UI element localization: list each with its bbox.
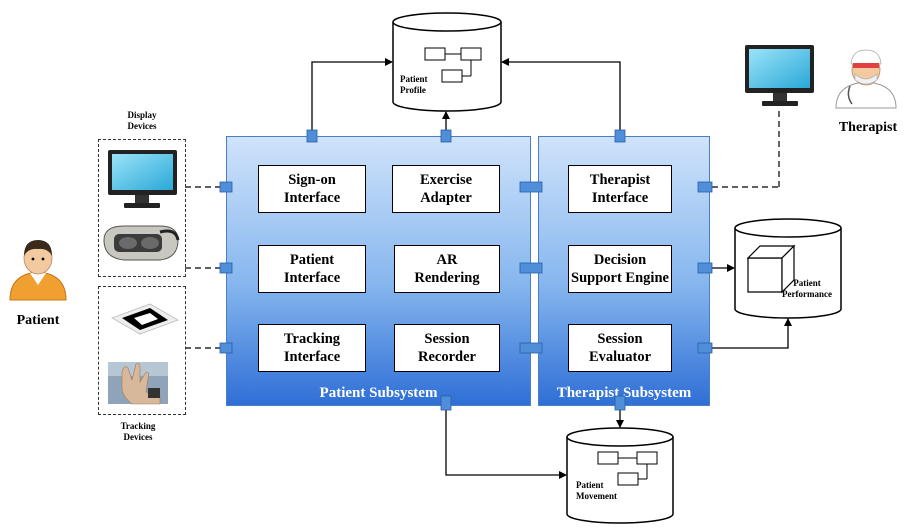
therapist-subsystem-label: Therapist Subsystem bbox=[556, 385, 692, 401]
patient-label: Patient bbox=[16, 313, 60, 328]
patient-performance-label: Patient Performance bbox=[782, 278, 832, 299]
ar-headset-icon bbox=[103, 225, 180, 261]
patient-profile-database bbox=[392, 12, 502, 112]
patient-interface-box[interactable]: Patient Interface bbox=[258, 245, 366, 293]
display-monitor-icon bbox=[108, 150, 177, 208]
tracking-interface-label: Tracking Interface bbox=[283, 331, 341, 365]
tracking-devices-group bbox=[98, 286, 186, 415]
exercise-adapter-box[interactable]: Exercise Adapter bbox=[392, 165, 500, 213]
exercise-adapter-label: Exercise Adapter bbox=[419, 172, 473, 206]
ar-rendering-box[interactable]: AR Rendering bbox=[394, 245, 500, 293]
decision-support-engine-box[interactable]: Decision Support Engine bbox=[568, 245, 672, 293]
sign-on-interface-box[interactable]: Sign-on Interface bbox=[258, 165, 366, 213]
therapist-avatar-icon bbox=[835, 49, 897, 109]
ar-rendering-label: AR Rendering bbox=[414, 252, 480, 286]
therapist-interface-label: Therapist Interface bbox=[589, 172, 651, 206]
schema-icon bbox=[597, 451, 658, 486]
patient-movement-label: Patient Movement bbox=[576, 480, 617, 501]
cube-icon bbox=[746, 244, 796, 294]
patient-avatar-icon bbox=[9, 240, 67, 301]
display-devices-label: Display Devices bbox=[127, 110, 157, 131]
tracking-interface-box[interactable]: Tracking Interface bbox=[258, 324, 366, 372]
display-devices-group bbox=[98, 139, 186, 277]
therapist-monitor-icon bbox=[745, 45, 814, 106]
therapist-interface-box[interactable]: Therapist Interface bbox=[568, 165, 672, 213]
tracking-devices-label: Tracking Devices bbox=[120, 421, 156, 442]
schema-icon bbox=[424, 47, 482, 83]
therapist-label: Therapist bbox=[838, 120, 898, 135]
patient-performance-database bbox=[734, 218, 842, 319]
patient-subsystem-label: Patient Subsystem bbox=[319, 385, 438, 401]
sign-on-interface-label: Sign-on Interface bbox=[283, 172, 341, 206]
hand-tracking-icon bbox=[108, 362, 168, 405]
session-recorder-box[interactable]: Session Recorder bbox=[394, 324, 500, 372]
patient-interface-label: Patient Interface bbox=[283, 252, 341, 286]
patient-profile-label: Patient Profile bbox=[400, 74, 428, 95]
patient-movement-database bbox=[566, 427, 674, 524]
decision-support-engine-label: Decision Support Engine bbox=[571, 252, 669, 286]
session-recorder-label: Session Recorder bbox=[418, 331, 476, 365]
session-evaluator-box[interactable]: Session Evaluator bbox=[568, 324, 672, 372]
ar-marker-icon bbox=[111, 303, 179, 335]
session-evaluator-label: Session Evaluator bbox=[588, 331, 652, 365]
